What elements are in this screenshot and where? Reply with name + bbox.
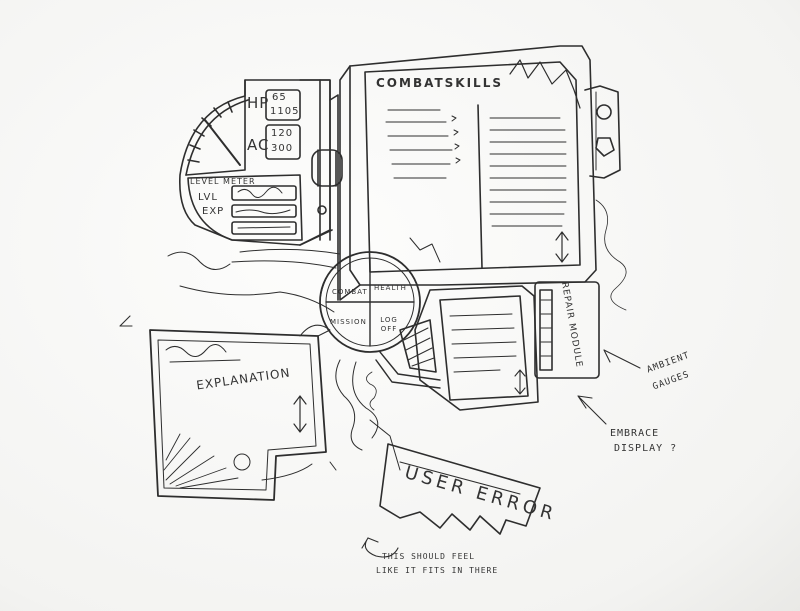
hp-max: 1105: [270, 106, 300, 117]
hp-value: 65: [272, 92, 287, 103]
ac-max: 300: [271, 143, 294, 154]
level-exp-label: EXP: [202, 206, 225, 217]
radial-item-log-off[interactable]: LOG OFF: [380, 316, 398, 333]
combat-skills-title: COMBATSKILLS: [376, 76, 503, 90]
note-embrace: EMBRACE: [610, 428, 660, 439]
level-meter-title: LEVEL METER: [190, 177, 256, 186]
radial-item-mission[interactable]: MISSION: [330, 318, 367, 326]
combat-skills-panel: [329, 45, 621, 301]
secondary-panel: [375, 281, 600, 411]
note-display: DISPLAY ?: [614, 443, 678, 454]
radial-item-health[interactable]: HEALTH: [374, 284, 407, 292]
decorative-scribbles: [119, 199, 641, 558]
note-bottom-line2: LIKE IT FITS IN THERE: [376, 566, 499, 575]
ac-label: AC: [247, 136, 270, 154]
ac-value: 120: [271, 128, 294, 139]
user-error-banner-frame: [379, 443, 541, 535]
explanation-panel-frame: [149, 324, 331, 501]
gauge-panel: [178, 79, 343, 246]
radial-item-combat[interactable]: COMBAT: [332, 288, 368, 296]
hp-label: HP: [247, 94, 270, 112]
note-bottom-line1: THIS SHOULD FEEL: [382, 552, 476, 561]
radial-menu-ring: [319, 251, 421, 353]
level-lvl-label: LVL: [198, 192, 218, 203]
